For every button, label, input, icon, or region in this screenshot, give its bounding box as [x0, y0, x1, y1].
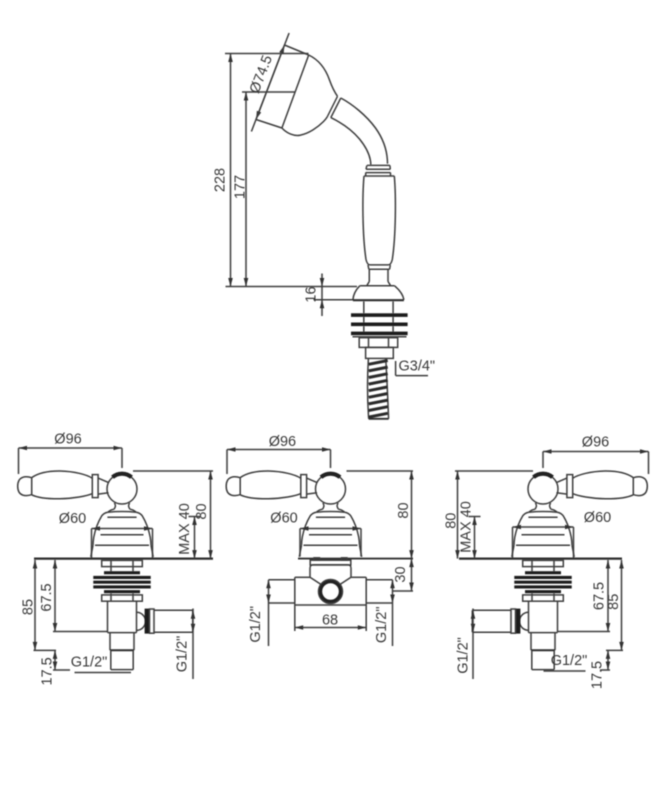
svg-text:85: 85 [606, 594, 622, 610]
svg-text:Ø96: Ø96 [54, 432, 81, 448]
svg-text:G1/2": G1/2" [71, 654, 108, 670]
svg-text:MAX 40: MAX 40 [177, 503, 193, 555]
svg-text:80: 80 [444, 513, 460, 529]
svg-text:G1/2": G1/2" [374, 607, 390, 644]
svg-text:80: 80 [396, 502, 412, 518]
svg-text:16: 16 [304, 286, 320, 302]
svg-text:Ø60: Ø60 [270, 511, 297, 527]
svg-text:17.5: 17.5 [39, 657, 55, 685]
svg-text:Ø96: Ø96 [582, 435, 609, 451]
svg-text:Ø60: Ø60 [59, 511, 86, 527]
svg-text:G1/2": G1/2" [248, 606, 264, 643]
svg-text:Ø60: Ø60 [584, 510, 611, 526]
svg-text:G1/2": G1/2" [175, 636, 191, 673]
svg-text:G1/2": G1/2" [456, 637, 472, 674]
svg-text:17.5: 17.5 [590, 661, 606, 689]
svg-text:Ø96: Ø96 [269, 434, 296, 450]
svg-text:30: 30 [393, 566, 409, 582]
svg-text:67.5: 67.5 [39, 583, 55, 611]
svg-text:228: 228 [213, 168, 229, 192]
svg-text:177: 177 [232, 175, 248, 199]
svg-text:G1/2": G1/2" [551, 653, 588, 669]
svg-text:80: 80 [194, 503, 210, 519]
svg-text:G3/4": G3/4" [399, 358, 436, 374]
svg-text:67.5: 67.5 [591, 582, 607, 610]
svg-text:85: 85 [20, 599, 36, 615]
svg-text:MAX 40: MAX 40 [459, 501, 475, 553]
svg-text:68: 68 [322, 612, 338, 628]
